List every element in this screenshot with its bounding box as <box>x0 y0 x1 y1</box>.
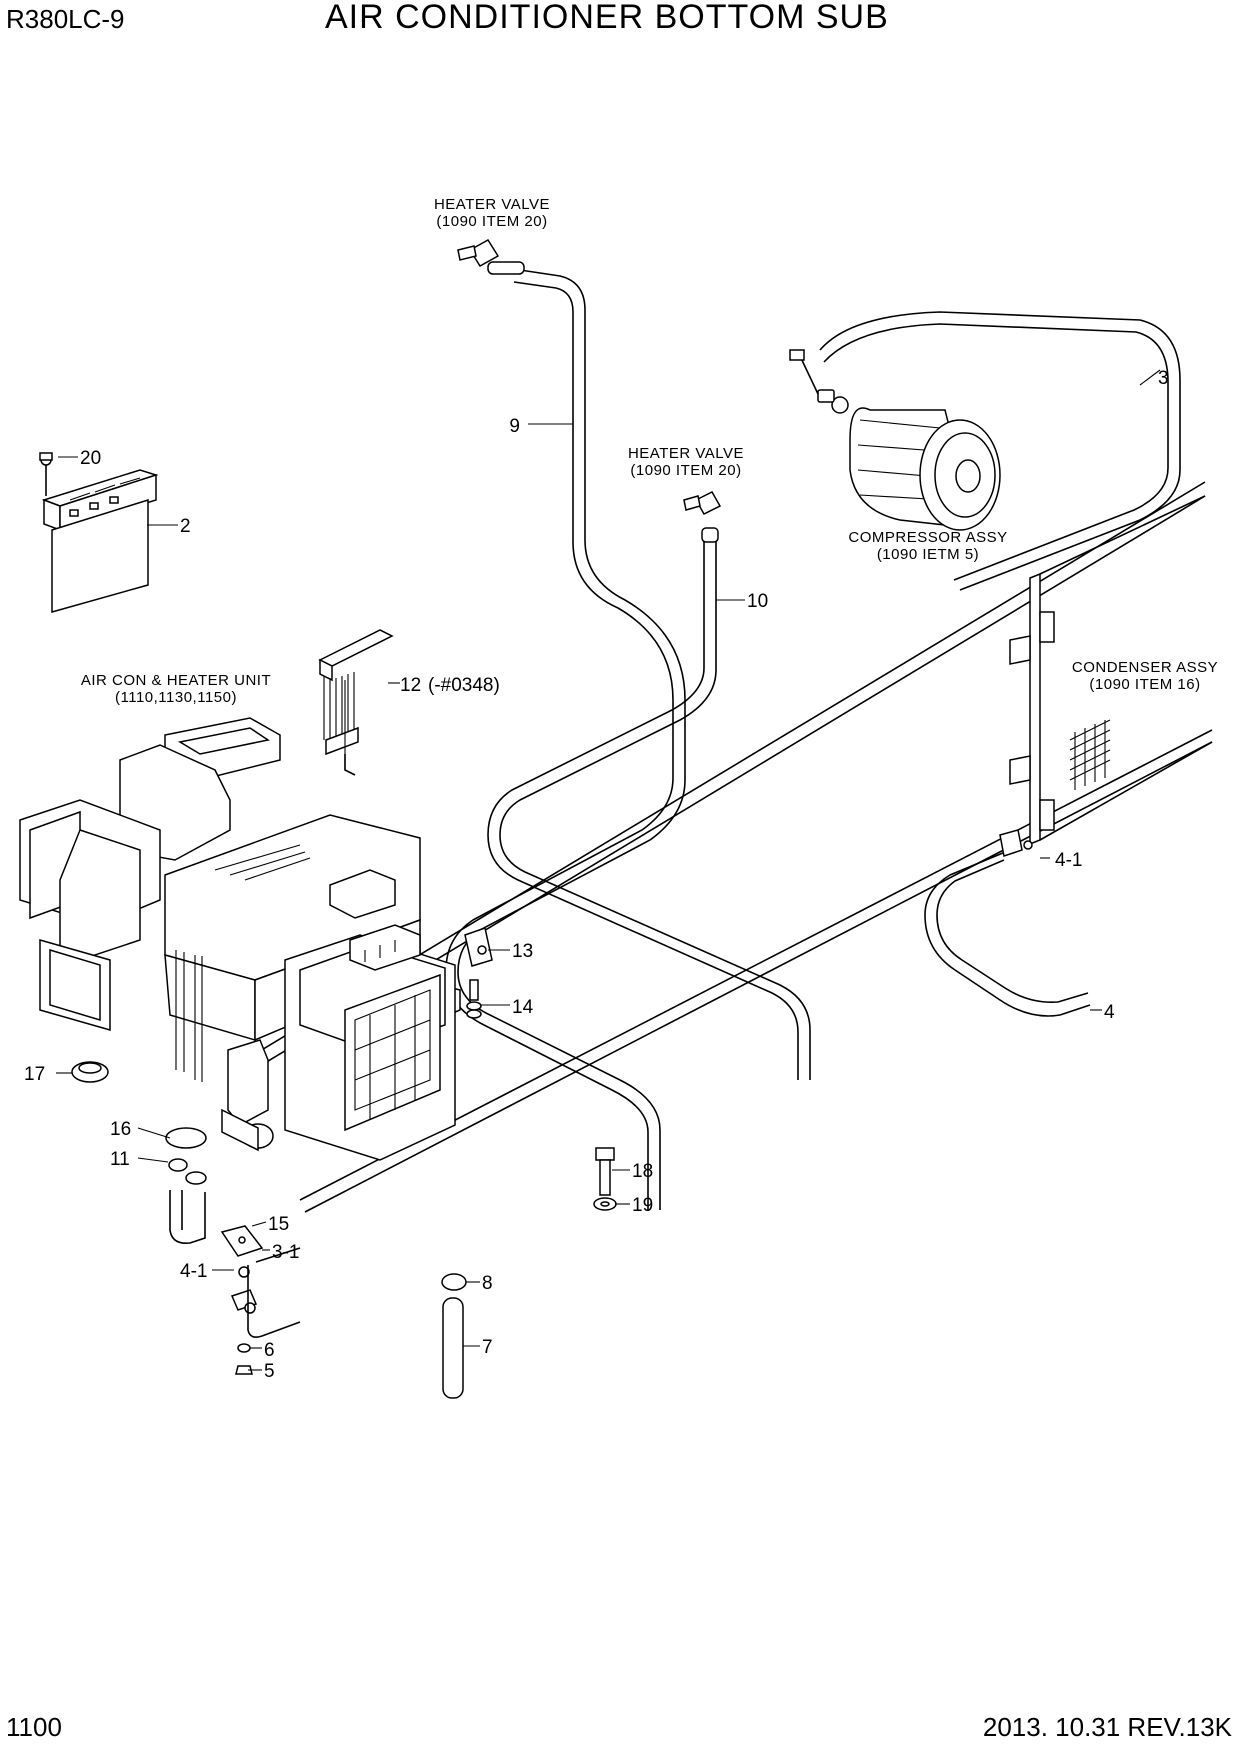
callout-12-note: (-#0348) <box>428 675 500 696</box>
note-condenser-name: CONDENSER ASSY <box>1072 659 1218 676</box>
note-aircon-unit-ref: (1110,1130,1150) <box>115 689 237 706</box>
note-heater-valve-top-name: HEATER VALVE <box>434 196 550 213</box>
plate-15 <box>220 1225 264 1257</box>
note-heater-valve-top-ref: (1090 ITEM 20) <box>436 213 547 230</box>
heater-valve-top <box>457 238 525 275</box>
component-notes: HEATER VALVE (1090 ITEM 20) HEATER VALVE… <box>81 196 1218 706</box>
note-compressor-ref: (1090 IETM 5) <box>877 546 979 563</box>
callout-2: 2 <box>180 516 191 537</box>
clamp-8 <box>441 1273 467 1291</box>
hose-10 <box>487 540 811 1080</box>
callout-4-1-left: 4-1 <box>180 1261 207 1282</box>
bolt-14 <box>466 979 482 1019</box>
callout-4: 4 <box>1104 1002 1115 1023</box>
callout-13: 13 <box>512 941 533 962</box>
callout-15: 15 <box>268 1214 289 1235</box>
compressor-assy <box>789 349 1001 531</box>
aircon-heater-unit <box>19 717 461 1161</box>
hose-7 <box>442 1297 464 1399</box>
callout-4-1-right: 4-1 <box>1055 850 1082 871</box>
callout-7: 7 <box>482 1337 493 1358</box>
callout-8: 8 <box>482 1273 493 1294</box>
washer-19 <box>593 1197 617 1211</box>
condenser-assy <box>999 495 1213 857</box>
callout-6: 6 <box>264 1340 275 1361</box>
callout-10: 10 <box>747 591 768 612</box>
hose-3 <box>819 311 1181 591</box>
note-condenser-ref: (1090 ITEM 16) <box>1089 676 1200 693</box>
callout-3-1: 3-1 <box>272 1242 299 1263</box>
page-title: AIR CONDITIONER BOTTOM SUB <box>325 0 889 36</box>
callout-12: 12 <box>400 675 421 696</box>
note-heater-valve-mid-name: HEATER VALVE <box>628 445 744 462</box>
callout-9: 9 <box>509 416 520 437</box>
callout-5: 5 <box>264 1361 275 1382</box>
note-compressor-name: COMPRESSOR ASSY <box>848 529 1007 546</box>
page-number: 1100 <box>6 1712 62 1742</box>
clamps-11 <box>168 1158 207 1245</box>
callout-18: 18 <box>632 1161 653 1182</box>
model-label: R380LC-9 <box>6 4 125 34</box>
bracket-13 <box>464 927 493 967</box>
harness-12 <box>318 629 394 776</box>
callout-11: 11 <box>110 1149 130 1170</box>
callout-20: 20 <box>80 448 101 469</box>
note-aircon-unit-name: AIR CON & HEATER UNIT <box>81 672 271 689</box>
heater-valve-mid <box>683 491 722 543</box>
fittings-left <box>230 1247 301 1375</box>
control-panel <box>40 454 159 613</box>
bolt-18 <box>595 1147 615 1196</box>
callout-19: 19 <box>632 1195 653 1216</box>
screw-20 <box>39 452 53 461</box>
callout-17: 17 <box>24 1064 45 1085</box>
note-heater-valve-mid-ref: (1090 ITEM 20) <box>630 462 741 479</box>
hose-9 <box>445 269 686 1210</box>
leader-lines <box>56 369 1161 1371</box>
callout-labels: 20 2 9 10 3 4-1 4 12 (-#0348) 13 14 18 1… <box>24 368 1169 1382</box>
callout-3: 3 <box>1158 368 1169 389</box>
revision-label: 2013. 10.31 REV.13K <box>982 1712 1232 1742</box>
callout-16: 16 <box>110 1119 131 1140</box>
pipe-4 <box>924 849 1091 1017</box>
callout-14: 14 <box>512 997 534 1018</box>
